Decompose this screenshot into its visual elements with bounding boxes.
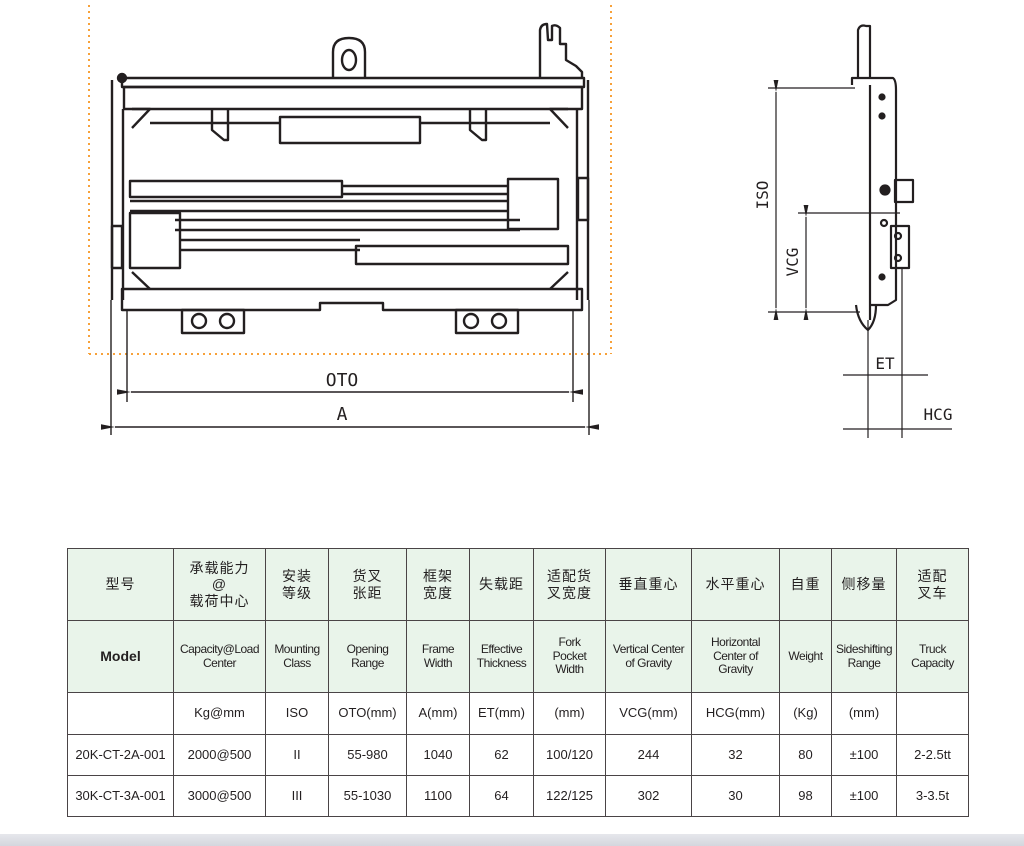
cn-header-row: 型号 承载能力 @ 载荷中心 安装 等级 货叉 张距 框架 宽度 失载距 适配货… [67, 548, 969, 621]
cell-opening: 55-1030 [328, 775, 407, 817]
unit-cell [67, 692, 174, 735]
cell-capacity: 2000@500 [173, 734, 266, 776]
side-dimensions [768, 80, 952, 438]
cn-header-effective-thickness: 失载距 [469, 548, 534, 621]
cn-header-mounting: 安装 等级 [265, 548, 329, 621]
en-header-sideshift: Sideshifting Range [831, 620, 897, 693]
unit-cell: ET(mm) [469, 692, 534, 735]
cell-sideshift: ±100 [831, 734, 897, 776]
cell-capacity: 3000@500 [173, 775, 266, 817]
en-header-mounting: Mounting Class [265, 620, 329, 693]
cn-header-truck: 适配 叉车 [896, 548, 969, 621]
et-label: ET [875, 354, 895, 373]
cell-vcg: 244 [605, 734, 692, 776]
unit-cell: HCG(mm) [691, 692, 780, 735]
right-rollers [454, 308, 520, 335]
unit-cell: VCG(mm) [605, 692, 692, 735]
en-header-effective-thickness: Effective Thickness [469, 620, 534, 693]
table-row: 30K-CT-3A-001 3000@500 III 55-1030 1100 … [67, 775, 969, 817]
hcg-label: HCG [924, 405, 953, 424]
cell-frame-width: 1100 [406, 775, 470, 817]
bottom-bar [120, 287, 584, 312]
unit-cell: Kg@mm [173, 692, 266, 735]
cn-header-weight: 自重 [779, 548, 832, 621]
cn-header-sideshift: 侧移量 [831, 548, 897, 621]
en-header-row: Model Capacity@Load Center Mounting Clas… [67, 620, 969, 693]
cell-hcg: 30 [691, 775, 780, 817]
units-row: Kg@mm ISO OTO(mm) A(mm) ET(mm) (mm) VCG(… [67, 692, 969, 735]
cell-effective-thickness: 62 [469, 734, 534, 776]
en-header-model: Model [67, 620, 174, 693]
cn-header-opening: 货叉 张距 [328, 548, 407, 621]
left-fork-slider [128, 179, 344, 199]
cell-hcg: 32 [691, 734, 780, 776]
table-row: 20K-CT-2A-001 2000@500 II 55-980 1040 62… [67, 734, 969, 776]
cn-header-vcg: 垂直重心 [605, 548, 692, 621]
unit-cell: (Kg) [779, 692, 832, 735]
en-header-vcg: Vertical Center of Gravity [605, 620, 692, 693]
oto-label: OTO [326, 370, 359, 391]
iso-label: ISO [753, 181, 772, 210]
cell-weight: 80 [779, 734, 832, 776]
en-header-frame-width: Frame Width [406, 620, 470, 693]
unit-cell: (mm) [533, 692, 606, 735]
cell-mounting: II [265, 734, 329, 776]
top-hook [538, 22, 584, 78]
cn-header-model: 型号 [67, 548, 174, 621]
cell-mounting: III [265, 775, 329, 817]
cell-fork-pocket: 122/125 [533, 775, 606, 817]
en-header-opening: Opening Range [328, 620, 407, 693]
left-rollers [180, 308, 246, 335]
top-bar [120, 76, 586, 89]
cn-header-hcg: 水平重心 [691, 548, 780, 621]
unit-cell: (mm) [831, 692, 897, 735]
upper-cylinder [278, 115, 422, 145]
cell-weight: 98 [779, 775, 832, 817]
vcg-label: VCG [783, 248, 802, 277]
cell-opening: 55-980 [328, 734, 407, 776]
en-header-capacity: Capacity@Load Center [173, 620, 266, 693]
a-label: A [337, 404, 348, 425]
attachment-outline [88, 5, 612, 355]
fork-tip [854, 304, 878, 332]
cell-truck: 2-2.5tt [896, 734, 969, 776]
front-view [110, 22, 590, 335]
side-hook [856, 24, 872, 78]
cell-model: 20K-CT-2A-001 [67, 734, 174, 776]
side-view [850, 24, 915, 332]
unit-cell: ISO [265, 692, 329, 735]
technical-drawing: OTO A ISO VCG ET HCG [88, 5, 953, 438]
cell-frame-width: 1040 [406, 734, 470, 776]
unit-cell [896, 692, 969, 735]
en-header-hcg: Horizontal Center of Gravity [691, 620, 780, 693]
cell-truck: 3-3.5t [896, 775, 969, 817]
right-fork-slider [354, 244, 570, 266]
en-header-truck: Truck Capacity [896, 620, 969, 693]
cell-model: 30K-CT-3A-001 [67, 775, 174, 817]
cell-vcg: 302 [605, 775, 692, 817]
cell-fork-pocket: 100/120 [533, 734, 606, 776]
cn-header-capacity: 承载能力 @ 载荷中心 [173, 548, 266, 621]
page-bottom-bar [0, 834, 1024, 846]
cell-sideshift: ±100 [831, 775, 897, 817]
spec-table: 型号 承载能力 @ 载荷中心 安装 等级 货叉 张距 框架 宽度 失载距 适配货… [67, 548, 969, 817]
cn-header-fork-pocket: 适配货 叉宽度 [533, 548, 606, 621]
front-dimensions [101, 300, 599, 435]
unit-cell: A(mm) [406, 692, 470, 735]
cell-effective-thickness: 64 [469, 775, 534, 817]
unit-cell: OTO(mm) [328, 692, 407, 735]
lifting-eye [331, 36, 367, 78]
en-header-weight: Weight [779, 620, 832, 693]
en-header-fork-pocket: Fork Pocket Width [533, 620, 606, 693]
cn-header-frame-width: 框架 宽度 [406, 548, 470, 621]
